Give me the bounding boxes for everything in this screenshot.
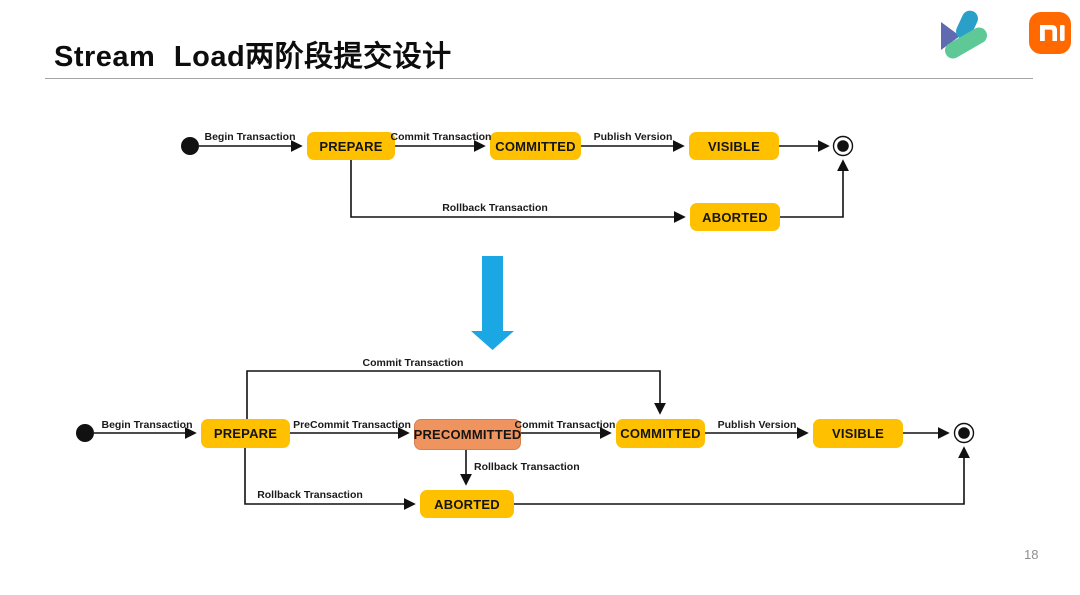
bottom-edge-label-begin: Begin Transaction — [101, 419, 193, 431]
bottom-end-state — [958, 427, 970, 439]
bottom-edge-rollback-from-prepare — [244, 448, 416, 510]
title-divider — [45, 78, 1033, 79]
xiaomi-logo-m-glyph — [1040, 25, 1057, 41]
top-end-state — [837, 140, 849, 152]
bottom-state-node-committed: COMMITTED — [616, 419, 705, 448]
page-number: 18 — [1024, 547, 1039, 562]
team-logo-green-capsule — [945, 27, 987, 59]
transition-down-arrow — [471, 256, 514, 350]
bottom-edge-label-commit: Commit Transaction — [514, 419, 616, 431]
bottom-edge-label-commit-from-prepare: Commit Transaction — [362, 357, 464, 369]
bottom-start-state — [76, 424, 94, 442]
bottom-edge-aborted-to-end — [514, 446, 970, 505]
top-state-node-visible: VISIBLE — [689, 132, 779, 160]
bottom-edge-label-rollback-from-prepare: Rollback Transaction — [257, 489, 363, 501]
xiaomi-logo-i-glyph — [1060, 25, 1065, 41]
bottom-state-node-aborted: ABORTED — [420, 490, 514, 518]
top-edge-label-begin: Begin Transaction — [204, 131, 296, 143]
top-edge-rollback — [350, 160, 686, 223]
bottom-state-node-prepare: PREPARE — [201, 419, 290, 448]
top-state-node-committed: COMMITTED — [490, 132, 581, 160]
xiaomi-logo-icon — [1029, 12, 1071, 54]
top-state-node-prepare: PREPARE — [307, 132, 395, 160]
bottom-edge-commit-from-prepare — [246, 370, 666, 419]
top-state-node-aborted: ABORTED — [690, 203, 780, 231]
top-edge-aborted-to-end — [780, 159, 849, 218]
bottom-state-node-precommitted: PRECOMMITTED — [414, 419, 521, 450]
top-edge-label-rollback: Rollback Transaction — [442, 202, 548, 214]
bottom-edge-label-precommit: PreCommit Transaction — [293, 419, 411, 431]
slide-title: Stream Load两阶段提交设计 — [54, 41, 452, 73]
top-edge-label-commit: Commit Transaction — [390, 131, 492, 143]
bottom-state-node-visible: VISIBLE — [813, 419, 903, 448]
top-start-state — [181, 137, 199, 155]
team-logo-icon — [941, 10, 987, 59]
top-edge-label-publish: Publish Version — [593, 131, 673, 143]
bottom-edge-label-rollback-from-precommitted: Rollback Transaction — [474, 461, 580, 473]
team-logo-triangle — [941, 22, 960, 50]
xiaomi-logo-background — [1029, 12, 1071, 54]
bottom-edge-label-publish: Publish Version — [717, 419, 797, 431]
